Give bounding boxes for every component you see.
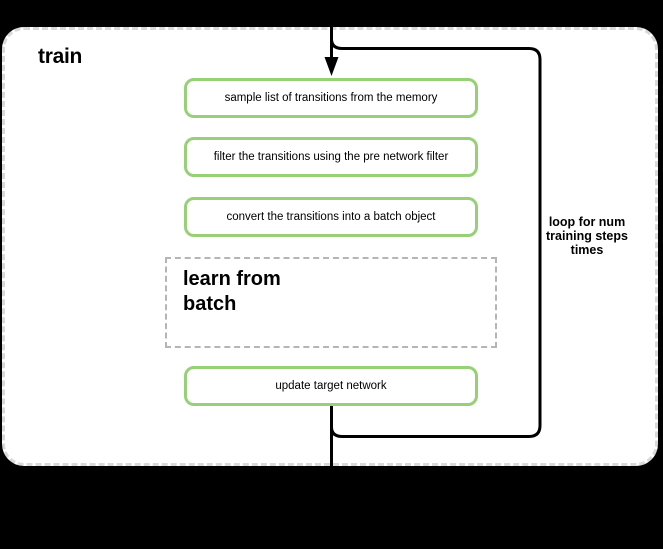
step-label: convert the transitions into a batch obj… [226, 211, 436, 223]
step-filter-transitions: filter the transitions using the pre net… [184, 137, 478, 177]
step-label: filter the transitions using the pre net… [213, 151, 449, 163]
loop-annotation: loop for num training steps times [546, 215, 628, 257]
step-convert-batch: convert the transitions into a batch obj… [184, 197, 478, 237]
step-label: sample list of transitions from the memo… [224, 92, 438, 104]
subprocess-label: learn from batch [183, 268, 281, 315]
step-sample-transitions: sample list of transitions from the memo… [184, 78, 478, 118]
subprocess-learn-from-batch: learn from batch [165, 257, 497, 348]
step-update-target-network: update target network [184, 366, 478, 406]
step-label: update target network [275, 380, 387, 392]
train-group-label: train [38, 45, 83, 68]
